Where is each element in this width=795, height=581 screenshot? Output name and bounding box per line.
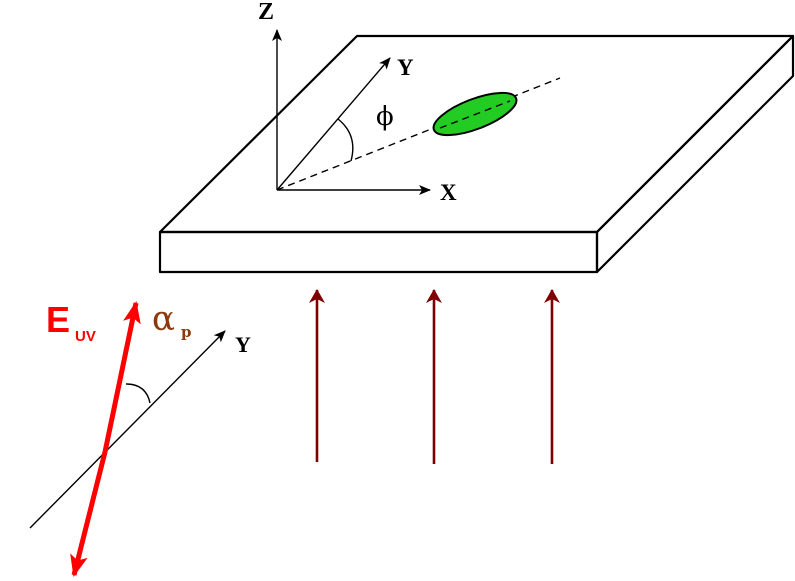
substrate-slab xyxy=(158,34,795,274)
slab-side-face xyxy=(595,34,795,274)
e-uv-label-subscript: UV xyxy=(75,328,96,345)
surface-axes xyxy=(272,29,561,195)
alpha-label-subscript: p xyxy=(181,323,192,341)
alpha-label-main: α xyxy=(152,299,175,339)
slab-top-face xyxy=(158,34,795,234)
y-axis-line xyxy=(276,57,391,191)
y-axis-bottom-label: Y xyxy=(235,332,251,357)
z-axis-label: Z xyxy=(258,0,274,25)
phi-label: ϕ xyxy=(376,102,394,132)
polarization-geometry xyxy=(29,301,226,577)
molecule-axis-dashed xyxy=(276,77,561,191)
e-uv-label-main: E xyxy=(46,299,70,340)
molecule xyxy=(432,91,518,137)
x-axis-label: X xyxy=(440,180,457,205)
alpha-angle-arc xyxy=(125,383,151,404)
e-uv-vector-down xyxy=(70,451,108,577)
e-uv-vector-up xyxy=(102,301,141,453)
slab-front-face xyxy=(158,230,599,274)
molecule-inner-dash xyxy=(439,100,511,129)
phi-angle-arc xyxy=(337,118,354,162)
y-direction-line xyxy=(29,330,226,529)
e-uv-label: E UV xyxy=(46,299,96,345)
incident-light-arrows xyxy=(309,289,560,464)
y-axis-top-label: Y xyxy=(397,55,414,80)
